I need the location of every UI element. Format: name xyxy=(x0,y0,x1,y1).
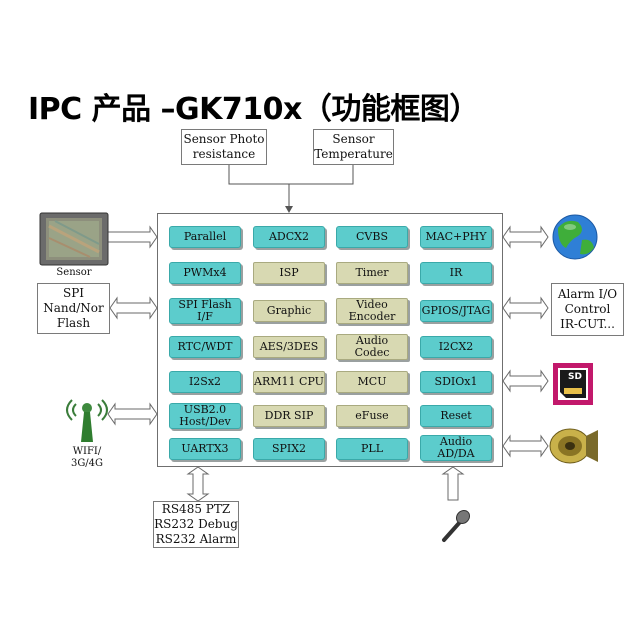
block-spix2: SPIX2 xyxy=(253,438,325,460)
mic-arrow xyxy=(441,466,465,501)
top-arrow-head xyxy=(285,206,293,213)
block-arm11-cpu: ARM11 CPU xyxy=(253,371,325,393)
sensor-label: Sensor xyxy=(56,267,92,278)
block-graphic: Graphic xyxy=(253,300,325,322)
serial-ports-box: RS485 PTZ RS232 Debug RS232 Alarm xyxy=(153,501,239,548)
block-rtc-wdt: RTC/WDT xyxy=(169,336,241,358)
sensor-temperature-box: Sensor Temperature xyxy=(313,129,394,165)
top-merge-connector xyxy=(228,165,354,207)
speaker-icon xyxy=(549,428,598,464)
wifi-label: WIFI/ 3G/4G xyxy=(70,446,104,469)
camera-sensor-icon xyxy=(39,212,109,266)
sd-card-label: SD xyxy=(568,372,582,382)
sd-arrow xyxy=(502,369,549,393)
block-ir: IR xyxy=(420,262,492,284)
network-arrow xyxy=(502,225,549,249)
alarm-io-box: Alarm I/O Control IR-CUT... xyxy=(551,283,624,336)
page-title: IPC 产品 –GK710x（功能框图） xyxy=(28,92,479,127)
spi-flash-box: SPI Nand/Nor Flash xyxy=(37,283,110,334)
block-uartx3: UARTX3 xyxy=(169,438,241,460)
block-isp: ISP xyxy=(253,262,325,284)
block-video-encoder: Video Encoder xyxy=(336,298,408,324)
flash-arrow xyxy=(109,296,158,320)
block-usb20: USB2.0 Host/Dev xyxy=(169,403,241,429)
serial-arrow xyxy=(186,466,210,502)
sensor-photo-resistance-box: Sensor Photo resistance xyxy=(181,129,267,165)
block-audio-codec: Audio Codec xyxy=(336,334,408,360)
block-cvbs: CVBS xyxy=(336,226,408,248)
block-spi-flash-if: SPI Flash I/F xyxy=(169,298,241,324)
block-sdiox1: SDIOx1 xyxy=(420,371,492,393)
microphone-icon xyxy=(442,509,471,542)
block-adcx2: ADCX2 xyxy=(253,226,325,248)
block-parallel: Parallel xyxy=(169,226,241,248)
wifi-arrow xyxy=(107,402,158,426)
alarm-arrow xyxy=(502,296,549,320)
block-mac-phy: MAC+PHY xyxy=(420,226,492,248)
block-pll: PLL xyxy=(336,438,408,460)
block-timer: Timer xyxy=(336,262,408,284)
block-aes-3des: AES/3DES xyxy=(253,336,325,358)
block-ddr-sip: DDR SIP xyxy=(253,405,325,427)
block-mcu: MCU xyxy=(336,371,408,393)
wifi-antenna-icon xyxy=(66,399,108,442)
block-gpios-jtag: GPIOS/JTAG xyxy=(420,300,492,322)
sensor-arrow xyxy=(107,225,158,249)
block-i2sx2: I2Sx2 xyxy=(169,371,241,393)
gk710x-chip: Parallel ADCX2 CVBS MAC+PHY PWMx4 ISP Ti… xyxy=(157,213,503,467)
block-pwmx4: PWMx4 xyxy=(169,262,241,284)
block-audio-ad-da: Audio AD/DA xyxy=(420,435,492,461)
block-reset: Reset xyxy=(420,405,492,427)
globe-icon xyxy=(552,214,598,260)
block-efuse: eFuse xyxy=(336,405,408,427)
block-i2cx2: I2CX2 xyxy=(420,336,492,358)
speaker-arrow xyxy=(502,434,549,458)
sd-card-icon xyxy=(553,363,593,405)
